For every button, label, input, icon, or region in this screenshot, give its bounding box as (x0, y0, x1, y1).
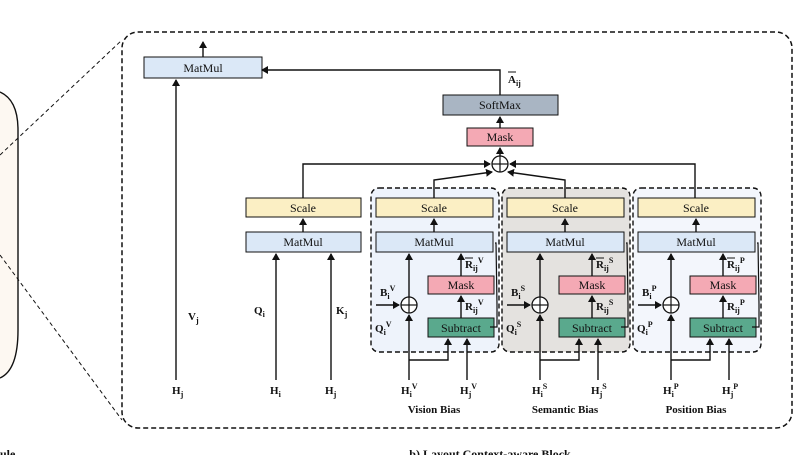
branch-s-input-hi-sub (540, 338, 583, 361)
branch-v-h-j-label: HjV (460, 382, 477, 399)
branch-p-scale-label: Scale (683, 201, 709, 215)
scale-main-box (245, 197, 362, 218)
branch-p-q-label: QiP (637, 320, 653, 337)
branch-v-input-hi-sub (409, 338, 452, 361)
branch-s-scale-label: Scale (552, 201, 578, 215)
branch-v-title: Vision Bias (408, 404, 461, 416)
branch-p-r-label: RijP (727, 298, 745, 315)
mask-top-label: Mask (487, 130, 514, 144)
branch-v-scale-label: Scale (421, 201, 447, 215)
branch-s-loop (621, 242, 629, 328)
left-panel-edge (0, 91, 19, 379)
k-j-label: Kj (336, 305, 348, 319)
branch-p-subtract-label: Subtract (703, 321, 744, 335)
branch-v-scale-box (375, 197, 494, 218)
branch-s-h-i-label: HiS (532, 382, 548, 399)
branch-p-matmul-label: MatMul (676, 235, 716, 249)
branch-p-mask-label: Mask (710, 278, 737, 292)
branch-p-title: Position Bias (666, 404, 728, 416)
branch-v-subtract-label: Subtract (441, 321, 482, 335)
caption-main: b) Layout Context-aware Block (409, 447, 571, 455)
branch-s-matmul-label: MatMul (545, 235, 585, 249)
branch-s-q-label: QiS (506, 320, 522, 337)
zoom-line-bottom (0, 254, 123, 421)
h-i-bottom-main: Hi (270, 385, 282, 399)
branch-s-mask-label: Mask (579, 278, 606, 292)
caption-left: ule (0, 447, 16, 455)
v-j-label: Vj (188, 311, 199, 325)
branch-p-loop (752, 242, 760, 328)
branch-v-r-bar-label: RijV (465, 256, 484, 273)
branch-v-r-label: RijV (465, 298, 484, 315)
branch-v-h-i-label: HiV (401, 382, 418, 399)
branch-s-subtract-label: Subtract (572, 321, 613, 335)
softmax-label: SoftMax (479, 98, 521, 112)
branch-p-r-bar-label: RijP (727, 256, 745, 273)
matmul-top-label: MatMul (183, 61, 223, 75)
branch-p-b-label: BiP (642, 284, 657, 301)
branch-p-scale-box (637, 197, 756, 218)
branch-p-input-hi-sub (671, 338, 714, 361)
branch-v-q-label: QiV (375, 320, 392, 337)
branch-v-matmul-label: MatMul (414, 235, 454, 249)
branch-v-b-label: BiV (380, 284, 396, 301)
a-ij-label: Aij (508, 74, 521, 88)
branch-s-scale-box (506, 197, 625, 218)
branch-s-r-bar-label: RijS (596, 256, 614, 273)
scale-main-label: Scale (290, 201, 316, 215)
h-j-bottom-left: Hj (172, 385, 184, 399)
branch-v-mask-label: Mask (448, 278, 475, 292)
branch-v-loop (490, 242, 498, 328)
matmul-main-label: MatMul (283, 235, 323, 249)
branch-s-h-j-label: HjS (591, 382, 607, 399)
branch-p-h-j-label: HjP (722, 382, 738, 399)
q-i-label: Qi (254, 305, 266, 319)
h-j-bottom-main: Hj (325, 385, 337, 399)
bias-branches: ScaleMatMulMaskRijVSubtractRijVBiVQiVHiV… (375, 197, 760, 416)
branch-s-b-label: BiS (511, 284, 526, 301)
branch-s-r-label: RijS (596, 298, 614, 315)
branch-s-title: Semantic Bias (532, 404, 599, 416)
branch-p-h-i-label: HiP (663, 382, 679, 399)
